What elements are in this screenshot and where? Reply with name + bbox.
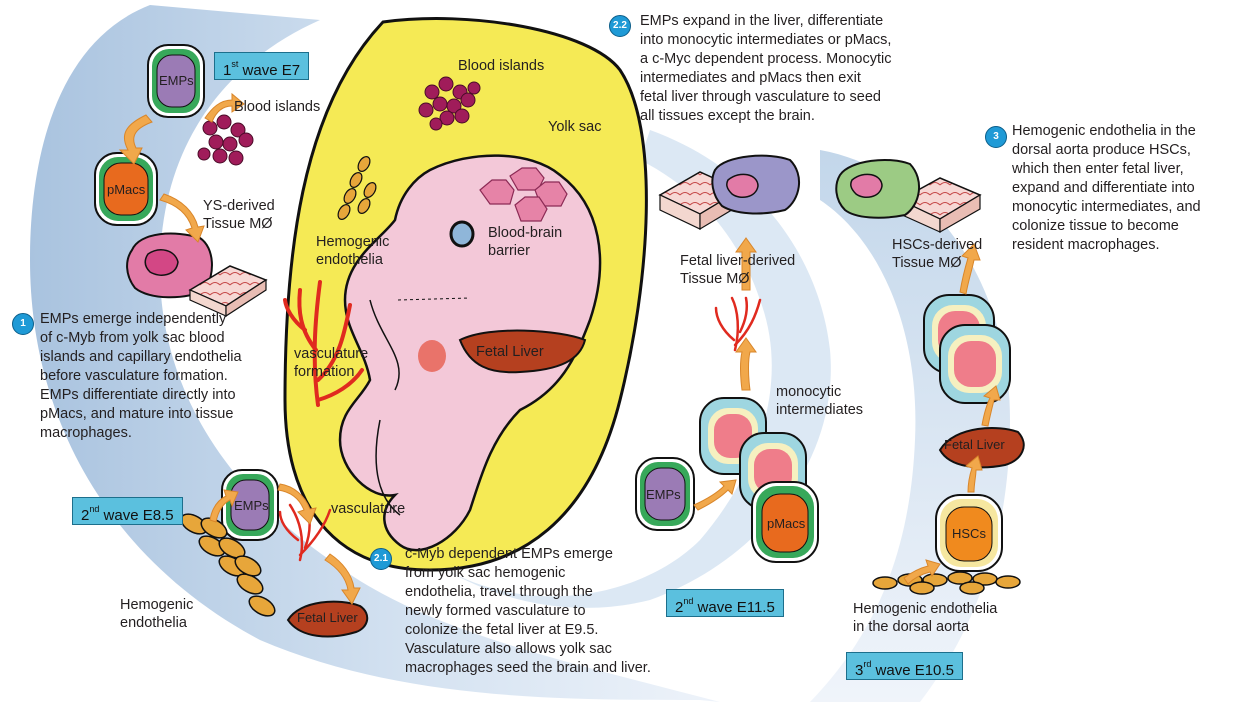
text-line: macrophages. bbox=[40, 424, 242, 443]
wave-label: wave E8.5 bbox=[99, 507, 173, 524]
label-yolk-sac: Yolk sac bbox=[548, 118, 601, 136]
text-line: all tissues except the brain. bbox=[640, 107, 891, 126]
wave-label: wave E11.5 bbox=[693, 599, 774, 616]
eye-icon bbox=[451, 222, 473, 246]
step-badge-2-2: 2.2 bbox=[609, 15, 631, 37]
text-line: EMPs emerge independently bbox=[40, 310, 242, 329]
text-line: Hemogenic bbox=[316, 233, 389, 251]
wave-ordinal: nd bbox=[683, 596, 693, 606]
cell-label-emps-left: EMPs bbox=[234, 497, 269, 515]
text-line: endothelia bbox=[120, 614, 193, 632]
text-line: EMPs differentiate directly into bbox=[40, 386, 242, 405]
text-line: from yolk sac hemogenic bbox=[405, 564, 651, 583]
text-line: in the dorsal aorta bbox=[853, 618, 997, 636]
label-hemogenic-dorsal: Hemogenic endothelia in the dorsal aorta bbox=[853, 600, 997, 636]
step-1-text: EMPs emerge independently of c-Myb from … bbox=[40, 310, 242, 443]
text-line: intermediates and pMacs then exit bbox=[640, 69, 891, 88]
text-line: colonize tissue to become bbox=[1012, 217, 1201, 236]
text-line: which then enter fetal liver, bbox=[1012, 160, 1201, 179]
wave-label: wave E7 bbox=[238, 62, 300, 79]
label-blood-islands-top: Blood islands bbox=[458, 57, 544, 75]
label-monocytic: monocytic intermediates bbox=[776, 383, 863, 419]
wave-box-3rd: 3rd wave E10.5 bbox=[846, 652, 963, 680]
wave-label: wave E10.5 bbox=[871, 662, 954, 679]
cell-label-pmacs-mid: pMacs bbox=[767, 515, 805, 533]
text-line: Blood-brain bbox=[488, 224, 562, 242]
heart-spot bbox=[418, 340, 446, 372]
text-line: resident macrophages. bbox=[1012, 236, 1201, 255]
label-fetal-liver-derived: Fetal liver-derived Tissue MØ bbox=[680, 252, 795, 288]
text-line: colonize the fetal liver at E9.5. bbox=[405, 621, 651, 640]
text-line: Fetal liver-derived bbox=[680, 252, 795, 270]
label-hemogenic-left: Hemogenic endothelia bbox=[120, 596, 193, 632]
step-badge-3: 3 bbox=[985, 126, 1007, 148]
text-line: vasculature bbox=[294, 345, 368, 363]
text-line: before vasculature formation. bbox=[40, 367, 242, 386]
text-line: a c-Myc dependent process. Monocytic bbox=[640, 50, 891, 69]
text-line: endothelia, travel through the bbox=[405, 583, 651, 602]
vasculature-vessels-mid bbox=[716, 298, 760, 350]
label-fetal-liver-embryo: Fetal Liver bbox=[476, 343, 544, 361]
wave-ordinal: rd bbox=[863, 659, 871, 669]
text-line: Hemogenic endothelia in the bbox=[1012, 122, 1201, 141]
text-line: HSCs-derived bbox=[892, 236, 982, 254]
label-blood-brain-barrier: Blood-brain barrier bbox=[488, 224, 562, 260]
wave-ordinal: nd bbox=[89, 504, 99, 514]
step-badge-2-1: 2.1 bbox=[370, 548, 392, 570]
text-line: intermediates bbox=[776, 401, 863, 419]
step-2-2-text: EMPs expand in the liver, differentiate … bbox=[640, 12, 891, 126]
text-line: macrophages seed the brain and liver. bbox=[405, 659, 651, 678]
text-line: endothelia bbox=[316, 251, 389, 269]
step-badge-1: 1 bbox=[12, 313, 34, 335]
wave-box-2nd-e8-5: 2nd wave E8.5 bbox=[72, 497, 183, 525]
label-fetal-liver-left: Fetal Liver bbox=[297, 609, 358, 627]
wave-box-2nd-e11-5: 2nd wave E11.5 bbox=[666, 589, 784, 617]
text-line: Vasculature also allows yolk sac bbox=[405, 640, 651, 659]
text-line: Hemogenic endothelia bbox=[853, 600, 997, 618]
text-line: islands and capillary endothelia bbox=[40, 348, 242, 367]
monocytic-cell-right-2 bbox=[940, 325, 1010, 403]
text-line: EMPs expand in the liver, differentiate bbox=[640, 12, 891, 31]
step-2-1-text: c-Myb dependent EMPs emerge from yolk sa… bbox=[405, 545, 651, 678]
cell-label-hscs: HSCs bbox=[952, 525, 986, 543]
label-vasculature: vasculature bbox=[331, 500, 405, 518]
text-line: Tissue MØ bbox=[892, 254, 982, 272]
label-vasculature-formation: vasculature formation bbox=[294, 345, 368, 381]
text-line: Hemogenic bbox=[120, 596, 193, 614]
text-line: dorsal aorta produce HSCs, bbox=[1012, 141, 1201, 160]
text-line: YS-derived bbox=[203, 197, 275, 215]
text-line: Tissue MØ bbox=[203, 215, 275, 233]
text-line: Tissue MØ bbox=[680, 270, 795, 288]
text-line: monocytic bbox=[776, 383, 863, 401]
wave-box-1st: 1st wave E7 bbox=[214, 52, 309, 80]
label-blood-islands-left: Blood islands bbox=[234, 98, 320, 116]
text-line: c-Myb dependent EMPs emerge bbox=[405, 545, 651, 564]
blood-islands-left bbox=[198, 115, 253, 165]
text-line: into monocytic intermediates or pMacs, bbox=[640, 31, 891, 50]
label-hscs-derived: HSCs-derived Tissue MØ bbox=[892, 236, 982, 272]
text-line: newly formed vasculature to bbox=[405, 602, 651, 621]
label-hemogenic-inner: Hemogenic endothelia bbox=[316, 233, 389, 269]
cell-label-emps-mid: EMPs bbox=[646, 486, 681, 504]
text-line: barrier bbox=[488, 242, 562, 260]
text-line: monocytic intermediates, and bbox=[1012, 198, 1201, 217]
text-line: pMacs, and mature into tissue bbox=[40, 405, 242, 424]
text-line: expand and differentiate into bbox=[1012, 179, 1201, 198]
label-fetal-liver-right: Fetal Liver bbox=[944, 436, 1005, 454]
text-line: fetal liver through vasculature to seed bbox=[640, 88, 891, 107]
cell-label-pmacs-left: pMacs bbox=[107, 181, 145, 199]
cell-label-emps-top: EMPs bbox=[159, 72, 194, 90]
text-line: of c-Myb from yolk sac blood bbox=[40, 329, 242, 348]
wave-ordinal: st bbox=[231, 59, 238, 69]
text-line: formation bbox=[294, 363, 368, 381]
label-ys-derived: YS-derived Tissue MØ bbox=[203, 197, 275, 233]
step-3-text: Hemogenic endothelia in the dorsal aorta… bbox=[1012, 122, 1201, 255]
